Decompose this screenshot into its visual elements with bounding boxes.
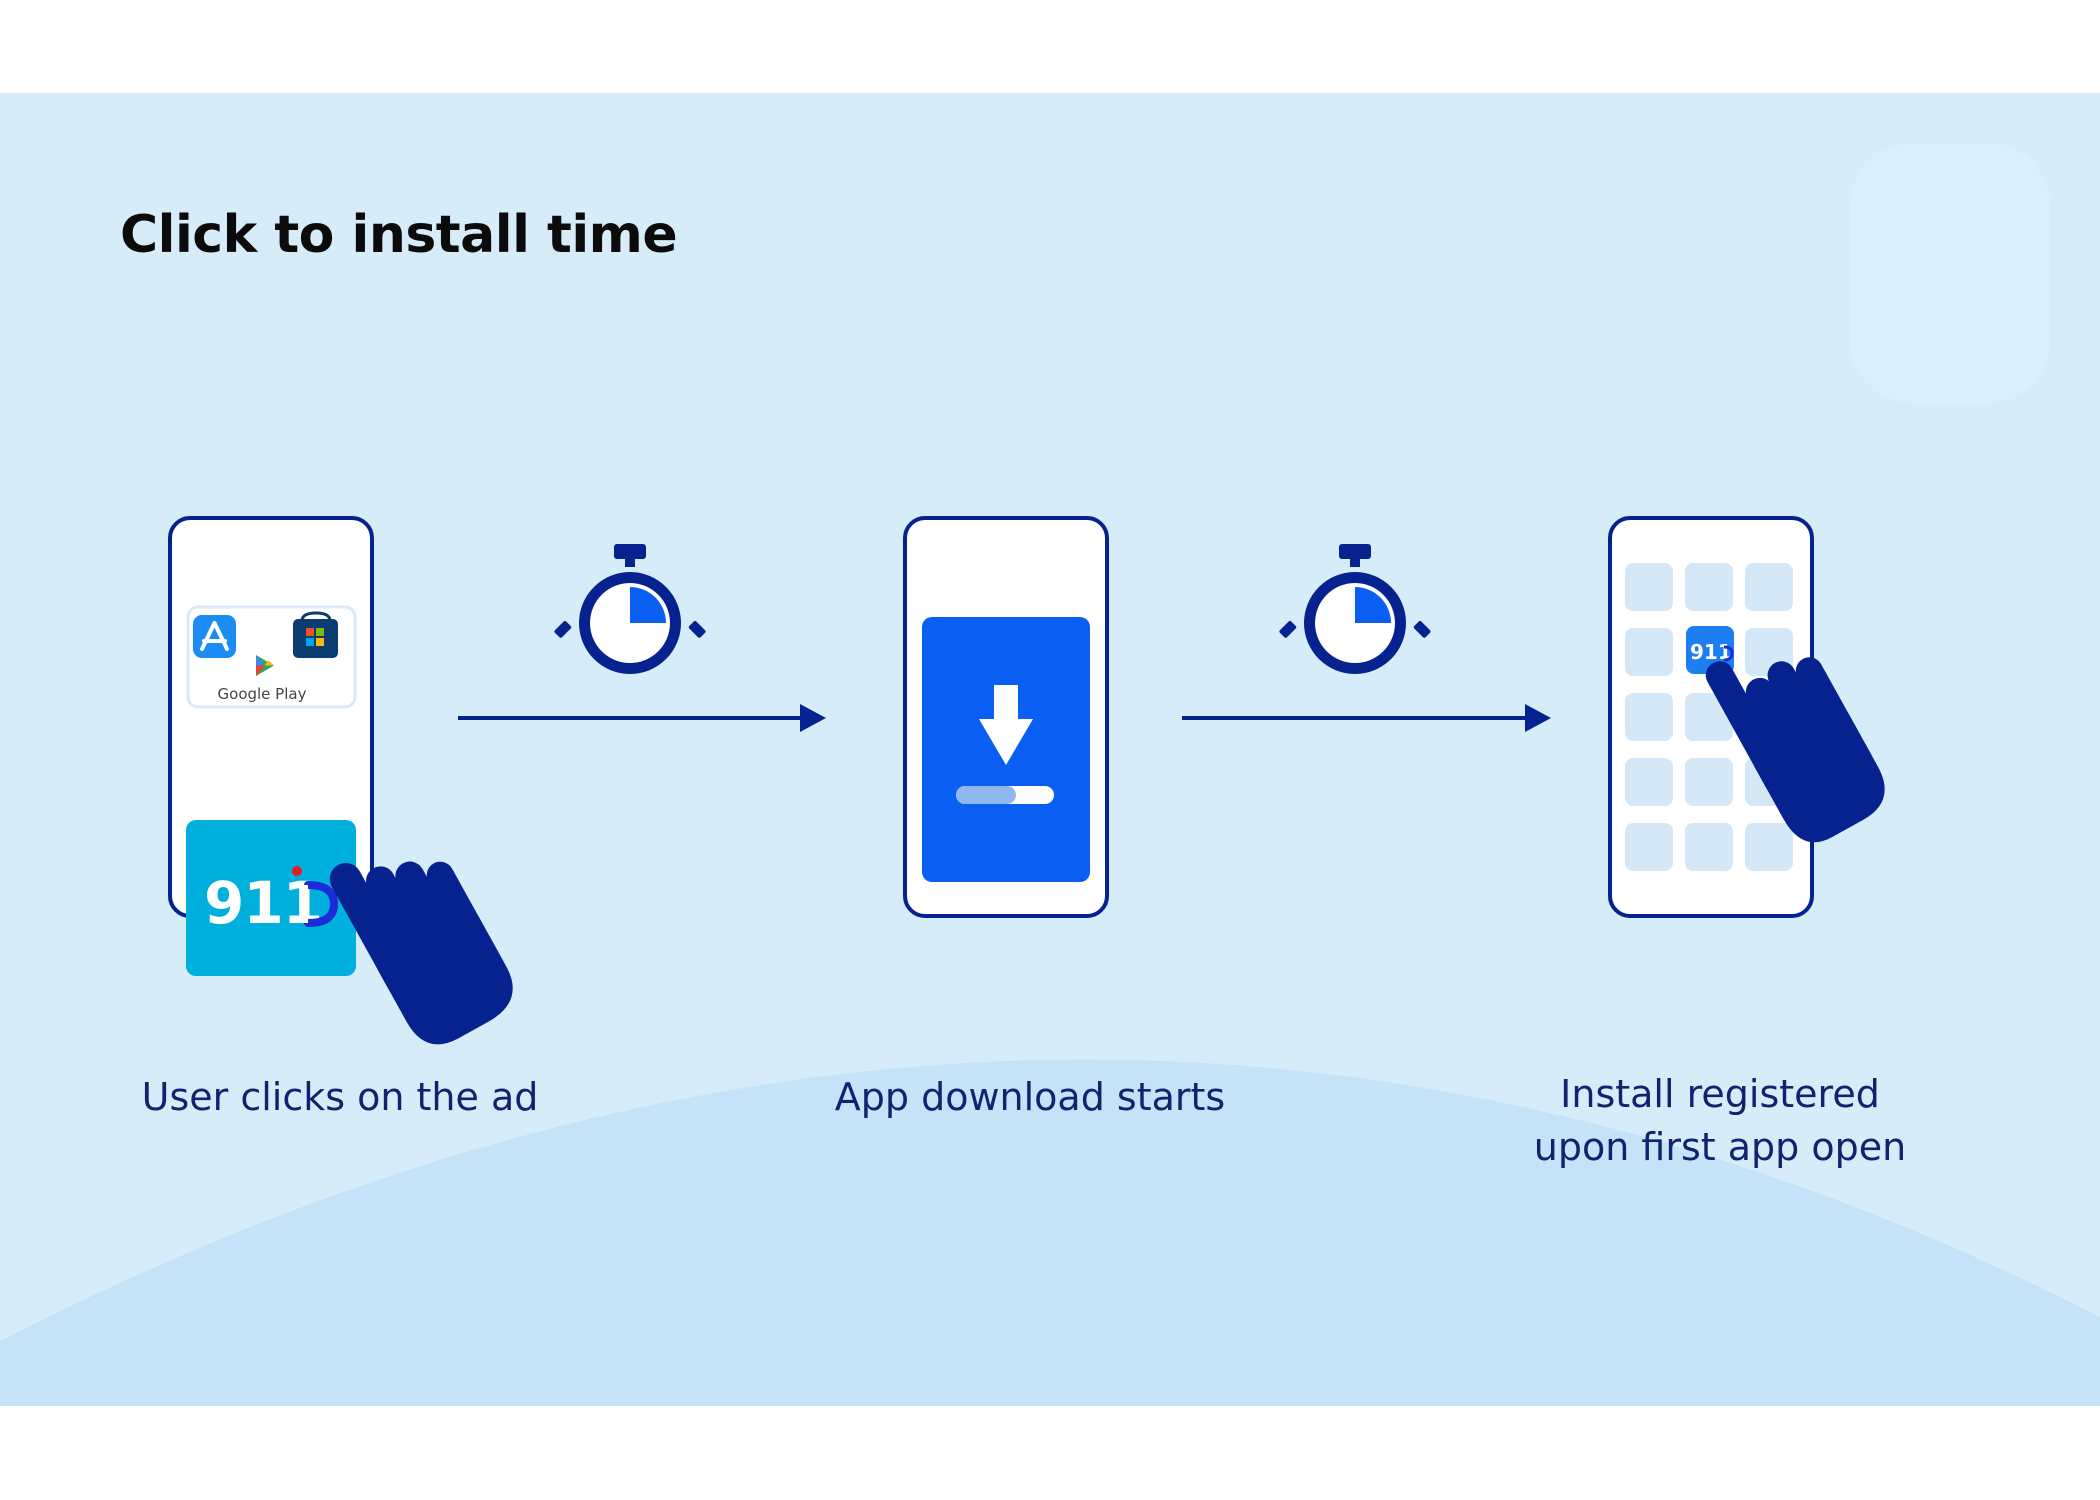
app-tile bbox=[1685, 758, 1733, 806]
stopwatch-icon bbox=[554, 544, 706, 674]
page-title: Click to install time bbox=[120, 205, 678, 265]
step3-caption: Install registered upon first app open bbox=[1490, 1068, 1950, 1174]
corner-decoration bbox=[1850, 143, 2050, 403]
download-arrow-icon bbox=[979, 685, 1033, 765]
pointing-hand-icon bbox=[329, 861, 513, 1045]
download-progress-fill bbox=[956, 786, 1016, 804]
ad-logo-d bbox=[304, 881, 339, 927]
step2-phone bbox=[903, 516, 1109, 918]
stopwatch-icon bbox=[1279, 544, 1431, 674]
app-tile bbox=[1745, 563, 1793, 611]
background-arc bbox=[0, 1059, 2100, 1406]
ad-banner bbox=[186, 820, 356, 976]
app-tile bbox=[1685, 563, 1733, 611]
flow-diagram: Google Play 911 bbox=[0, 143, 2100, 1406]
app-tile bbox=[1625, 628, 1673, 676]
app-tile bbox=[1625, 693, 1673, 741]
microsoft-store-icon bbox=[293, 611, 338, 658]
arrow-step1-to-step2 bbox=[458, 704, 826, 732]
pointing-hand-icon bbox=[1705, 657, 1885, 843]
step2-caption: App download starts bbox=[834, 1075, 1226, 1119]
google-play-icon bbox=[256, 655, 274, 676]
app-tile bbox=[1625, 758, 1673, 806]
google-play-label: Google Play bbox=[218, 685, 307, 703]
app-tile bbox=[1685, 823, 1733, 871]
app-tile bbox=[1745, 823, 1793, 871]
app-tile bbox=[1625, 823, 1673, 871]
step3-caption-line2: upon first app open bbox=[1533, 1125, 1907, 1169]
ad-logo-dot bbox=[292, 866, 302, 876]
app-store-icon bbox=[193, 615, 236, 658]
app-tile bbox=[1625, 563, 1673, 611]
arrow-step2-to-step3 bbox=[1182, 704, 1551, 732]
diagram-panel: Google Play 911 bbox=[0, 93, 2100, 1406]
step1-phone: Google Play 911 bbox=[168, 516, 374, 976]
step3-caption-line1: Install registered bbox=[1560, 1072, 1880, 1116]
step1-caption: User clicks on the ad bbox=[141, 1075, 539, 1119]
